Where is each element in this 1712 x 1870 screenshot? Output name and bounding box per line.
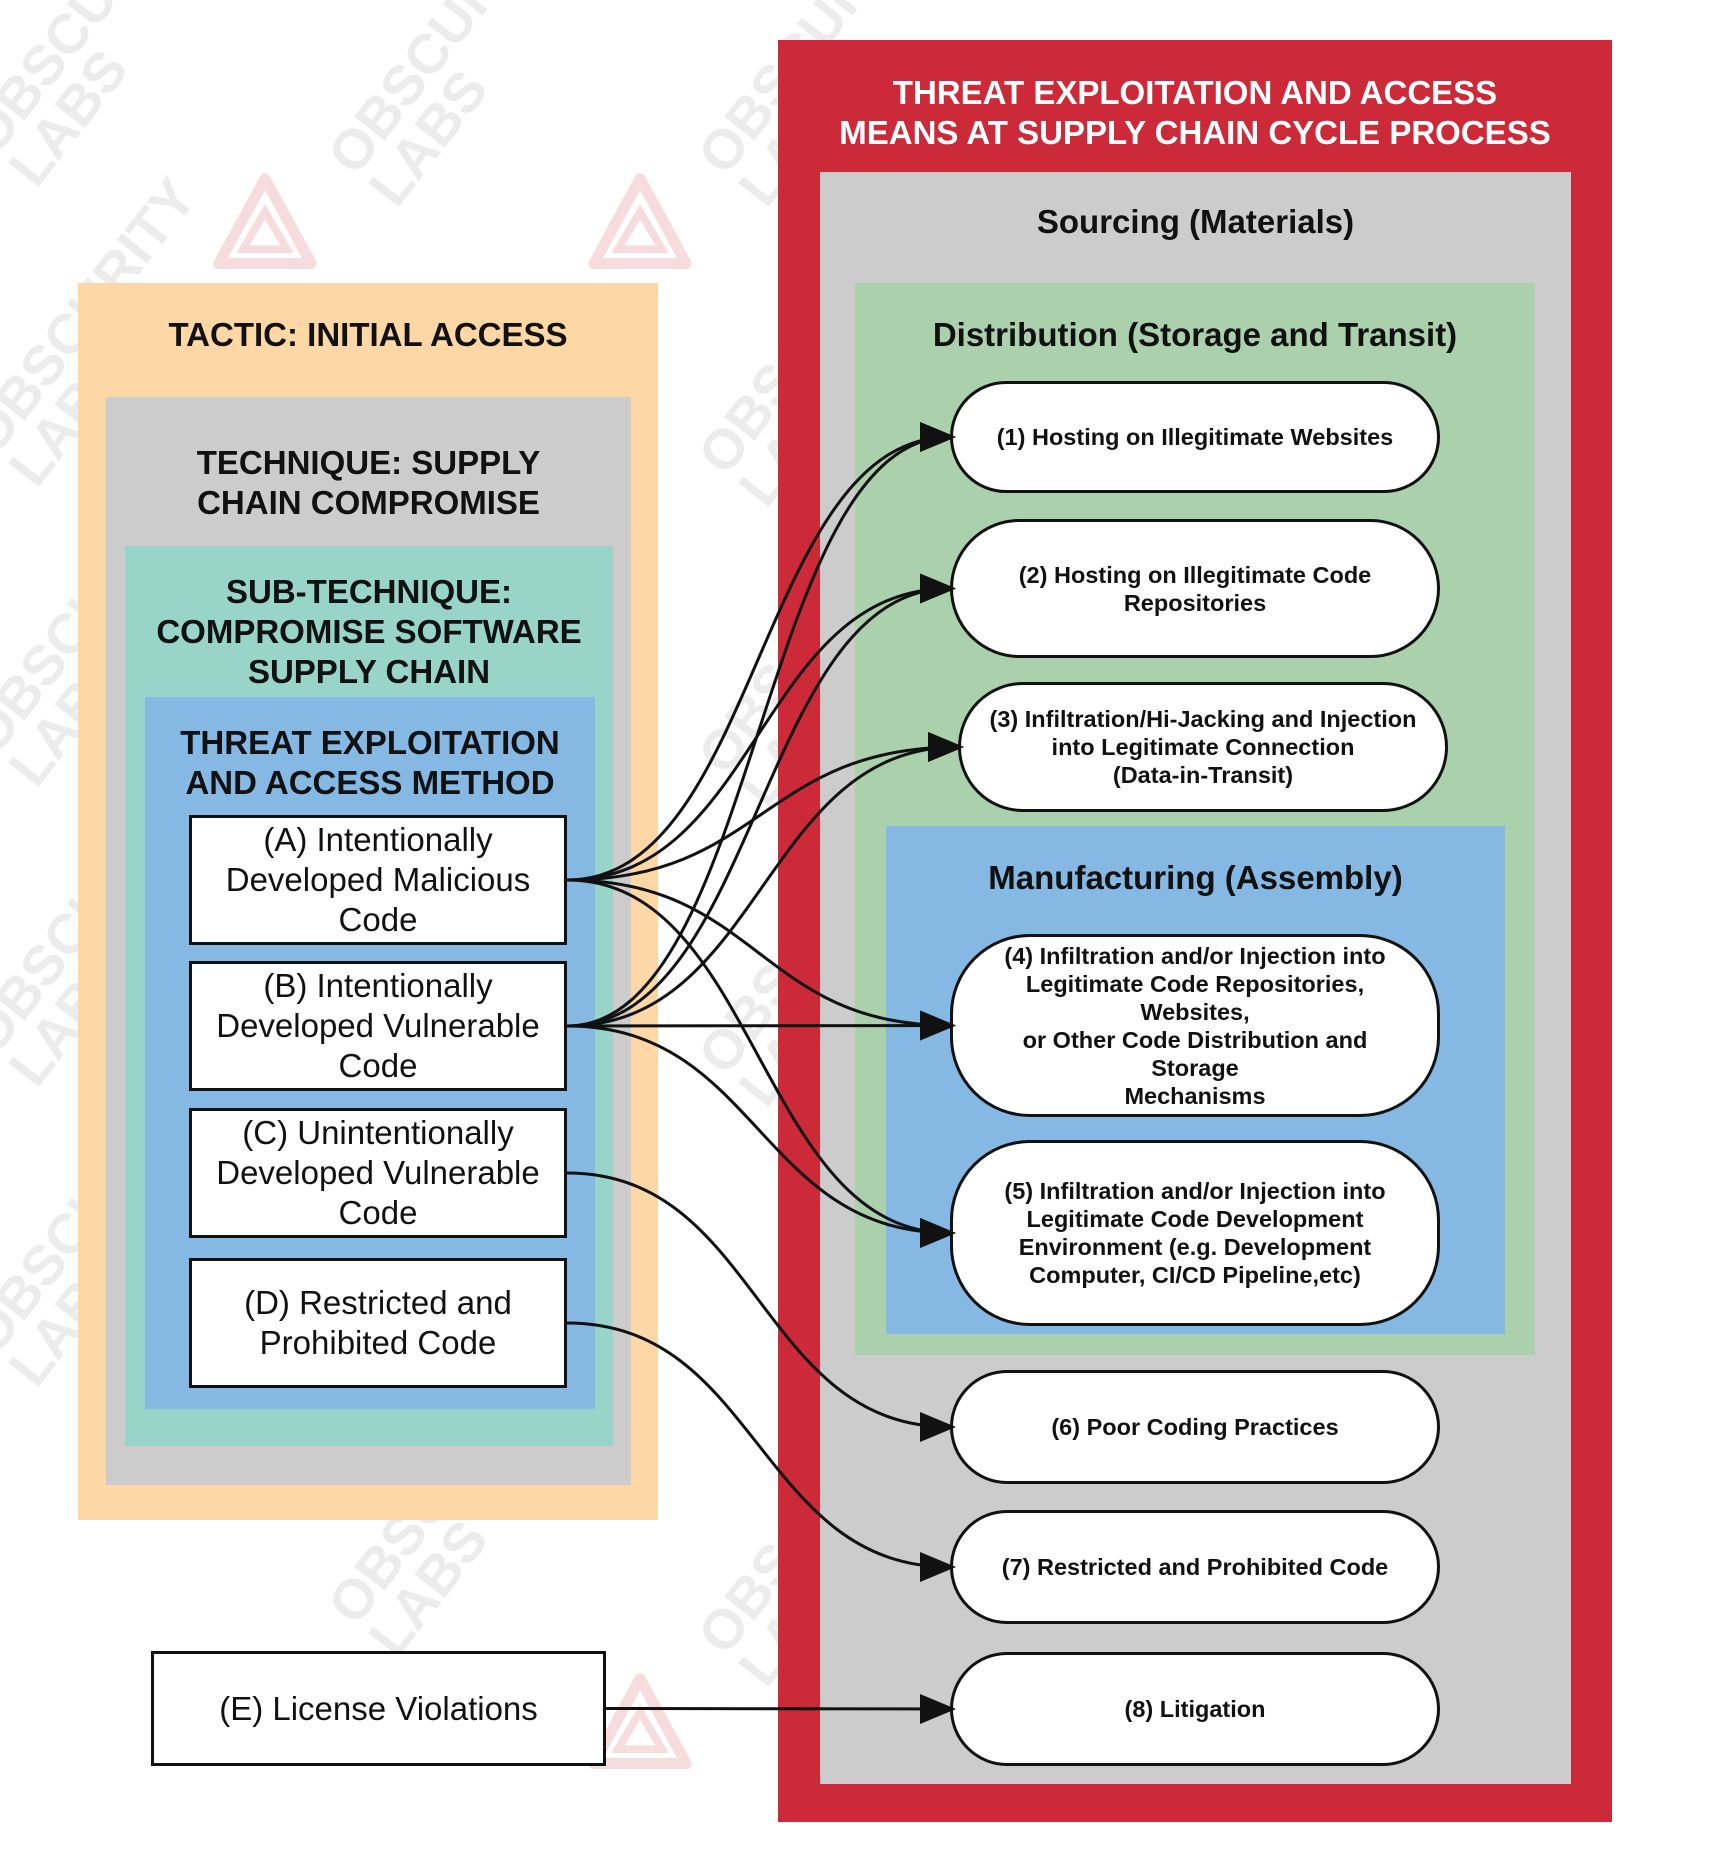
method-box-line: (D) Restricted and bbox=[244, 1284, 512, 1321]
connector-arrow bbox=[566, 573, 956, 1028]
method-box-c[interactable]: (C) Unintentionally Developed Vulnerable… bbox=[189, 1108, 567, 1238]
technique-title: TECHNIQUE: SUPPLY CHAIN COMPROMISE bbox=[106, 443, 631, 523]
means-oval-line: Environment (e.g. Development bbox=[1018, 1234, 1372, 1260]
manufacturing-title: Manufacturing (Assembly) bbox=[988, 859, 1403, 896]
license-violations-label: (E) License Violations bbox=[219, 1689, 538, 1727]
supply-chain-header-line: MEANS AT SUPPLY CHAIN CYCLE PROCESS bbox=[839, 114, 1551, 151]
means-oval-4[interactable]: (4) Infiltration and/or Injection into L… bbox=[950, 934, 1440, 1117]
means-oval-line: Mechanisms bbox=[1124, 1082, 1266, 1109]
method-box-line: Developed Vulnerable bbox=[216, 1154, 540, 1191]
method-box-line: (B) Intentionally bbox=[263, 967, 493, 1004]
connector-arrow bbox=[566, 422, 956, 882]
supply-chain-header: THREAT EXPLOITATION AND ACCESS MEANS AT … bbox=[778, 73, 1612, 153]
subtechnique-title-line: SUB-TECHNIQUE: bbox=[226, 573, 512, 610]
method-box-b[interactable]: (B) Intentionally Developed Vulnerable C… bbox=[189, 961, 567, 1091]
license-violations-box[interactable]: (E) License Violations bbox=[151, 1651, 606, 1766]
method-title: THREAT EXPLOITATION AND ACCESS METHOD bbox=[145, 723, 595, 803]
means-oval-line: (6) Poor Coding Practices bbox=[1051, 1414, 1339, 1440]
technique-title-line: TECHNIQUE: SUPPLY bbox=[196, 444, 541, 481]
method-box-line: Code bbox=[338, 901, 418, 938]
connector-arrow bbox=[566, 422, 956, 1028]
connector-arrow bbox=[605, 1693, 956, 1724]
means-oval-6[interactable]: (6) Poor Coding Practices bbox=[950, 1370, 1440, 1484]
subtechnique-title-line: COMPROMISE SOFTWARE bbox=[156, 613, 582, 650]
method-title-line: AND ACCESS METHOD bbox=[185, 764, 555, 801]
subtechnique-title: SUB-TECHNIQUE: COMPROMISE SOFTWARE SUPPL… bbox=[125, 572, 613, 692]
means-oval-8[interactable]: (8) Litigation bbox=[950, 1652, 1440, 1766]
method-box-line: Developed Vulnerable bbox=[216, 1007, 540, 1044]
method-box-line: (C) Unintentionally bbox=[242, 1114, 514, 1151]
connector-arrow bbox=[566, 1024, 956, 1248]
means-oval-line: Legitimate Code Repositories, Websites, bbox=[1025, 970, 1365, 1025]
technique-title-line: CHAIN COMPROMISE bbox=[197, 484, 540, 521]
supply-chain-header-line: THREAT EXPLOITATION AND ACCESS bbox=[892, 74, 1498, 111]
method-box-line: Code bbox=[338, 1047, 418, 1084]
means-oval-line: into Legitimate Connection bbox=[1051, 734, 1355, 760]
subtechnique-title-line: SUPPLY CHAIN bbox=[247, 653, 491, 690]
means-oval-2[interactable]: (2) Hosting on Illegitimate Code Reposit… bbox=[950, 519, 1440, 658]
means-oval-5[interactable]: (5) Infiltration and/or Injection into L… bbox=[950, 1140, 1440, 1326]
connector-arrow bbox=[566, 732, 964, 1028]
method-box-line: (A) Intentionally bbox=[263, 821, 493, 858]
connector-arrow bbox=[566, 878, 956, 1248]
connector-arrow bbox=[566, 1171, 956, 1442]
method-box-line: Code bbox=[338, 1194, 418, 1231]
distribution-title: Distribution (Storage and Transit) bbox=[932, 316, 1458, 353]
means-oval-line: Repositories bbox=[1123, 589, 1267, 616]
means-oval-line: (7) Restricted and Prohibited Code bbox=[1001, 1554, 1389, 1580]
means-oval-line: or Other Code Distribution and Storage bbox=[1022, 1026, 1368, 1081]
tactic-title: TACTIC: INITIAL ACCESS bbox=[168, 316, 568, 353]
sourcing-title: Sourcing (Materials) bbox=[1036, 203, 1355, 240]
method-box-line: Prohibited Code bbox=[259, 1324, 497, 1361]
connector-arrow bbox=[566, 1010, 956, 1041]
means-oval-1[interactable]: (1) Hosting on Illegitimate Websites bbox=[950, 381, 1440, 493]
means-oval-line: (4) Infiltration and/or Injection into bbox=[1004, 942, 1386, 969]
connector-arrow bbox=[566, 878, 956, 1041]
method-box-d[interactable]: (D) Restricted and Prohibited Code bbox=[189, 1258, 567, 1388]
means-oval-line: (1) Hosting on Illegitimate Websites bbox=[996, 424, 1394, 450]
method-box-a[interactable]: (A) Intentionally Developed Malicious Co… bbox=[189, 815, 567, 945]
method-title-line: THREAT EXPLOITATION bbox=[180, 724, 560, 761]
means-oval-7[interactable]: (7) Restricted and Prohibited Code bbox=[950, 1510, 1440, 1624]
means-oval-line: Computer, CI/CD Pipeline,etc) bbox=[1029, 1262, 1361, 1288]
method-box-line: Developed Malicious bbox=[225, 861, 531, 898]
means-oval-line: (Data-in-Transit) bbox=[1112, 762, 1294, 788]
means-oval-line: (8) Litigation bbox=[1124, 1696, 1266, 1722]
means-oval-line: (5) Infiltration and/or Injection into bbox=[1004, 1178, 1386, 1204]
means-oval-line: Legitimate Code Development bbox=[1026, 1206, 1364, 1232]
means-oval-line: (3) Infiltration/Hi-Jacking and Injectio… bbox=[989, 706, 1417, 732]
means-oval-line: (2) Hosting on Illegitimate Code bbox=[1018, 561, 1372, 588]
connector-arrow bbox=[566, 732, 964, 882]
connector-arrow bbox=[566, 1321, 956, 1582]
